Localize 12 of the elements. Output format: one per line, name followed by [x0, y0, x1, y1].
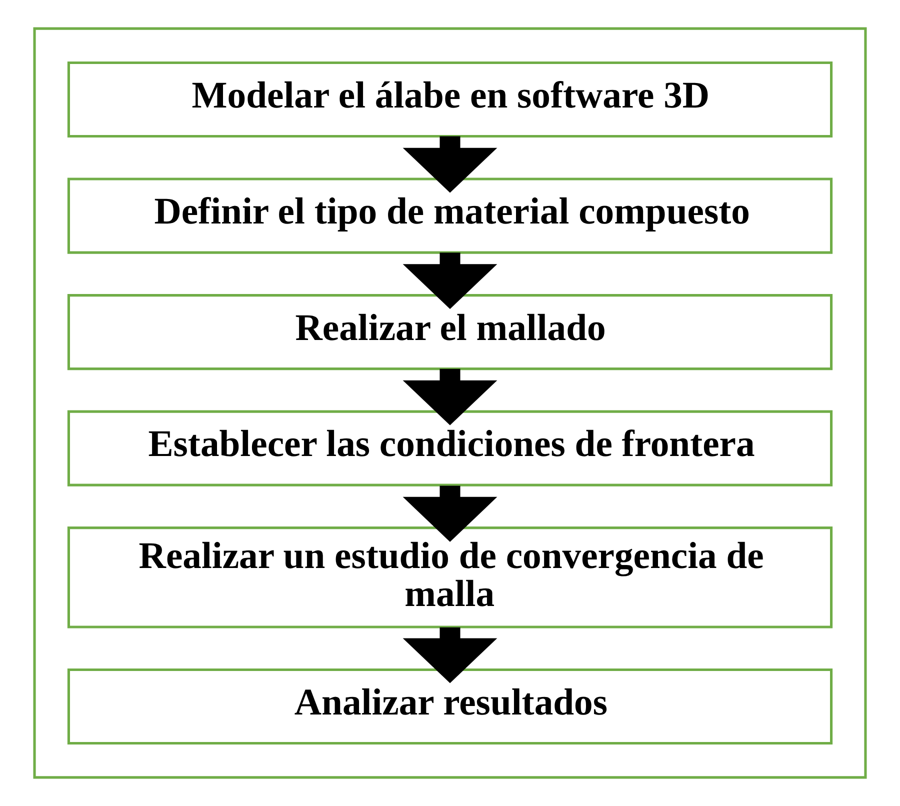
node-box: Establecer las condiciones de frontera	[67, 410, 833, 486]
arrow	[402, 252, 498, 310]
node-box: Realizar un estudio de convergencia de malla	[67, 526, 833, 628]
cluster	[33, 27, 867, 779]
node-box: Modelar el álabe en software 3D	[67, 61, 833, 138]
node-box: Analizar resultados	[67, 668, 833, 745]
arrow	[402, 486, 498, 542]
arrow	[402, 136, 498, 193]
node-box: Definir el tipo de material compuesto	[67, 178, 833, 254]
arrow	[402, 627, 498, 684]
node-box: Realizar el mallado	[67, 294, 833, 370]
arrow	[402, 368, 498, 426]
